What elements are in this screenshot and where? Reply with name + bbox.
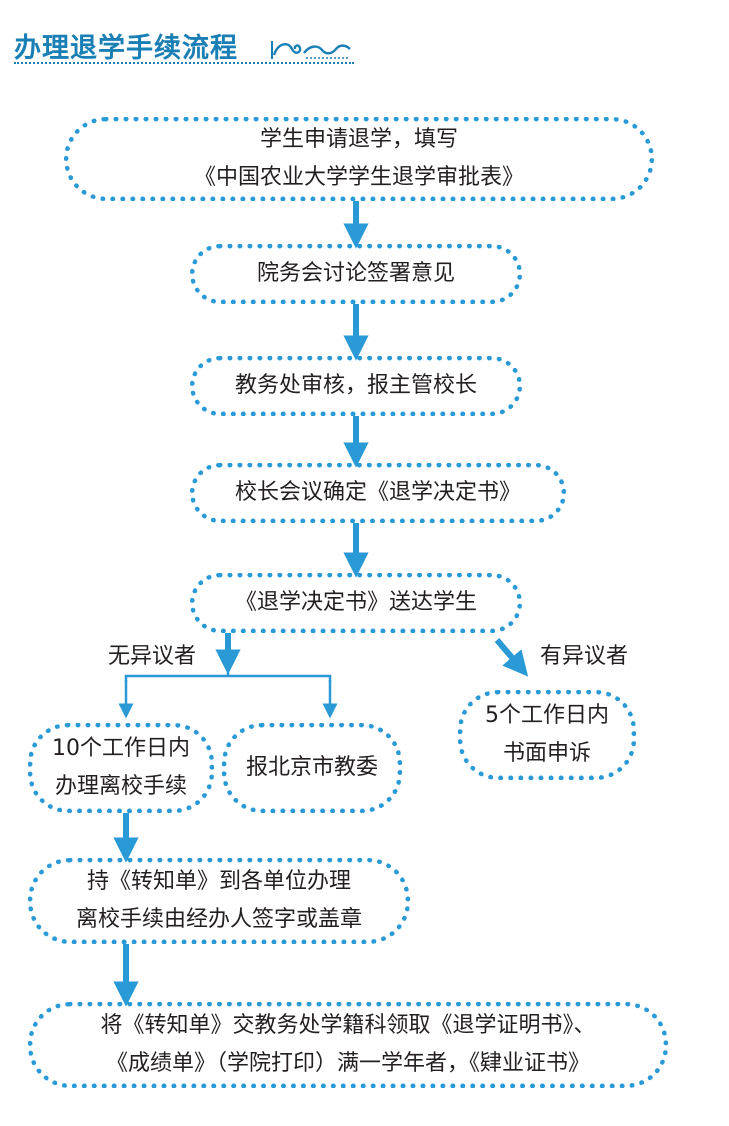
node-report-commission-line-1: 报北京市教委: [245, 755, 378, 780]
node-president-meeting-line-1: 校长会议确定《退学决定书》: [234, 480, 521, 505]
node-apply-line-1: 学生申请退学，填写: [259, 127, 458, 152]
node-final-step-line-1: 将《转知单》交教务处学籍科领取《退学证明书》、: [100, 1013, 596, 1038]
node-deliver-line-1: 《退学决定书》送达学生: [234, 590, 477, 615]
node-apply-line-2: 《中国农业大学学生退学审批表》: [193, 165, 524, 190]
node-transfer-slip: 持《转知单》到各单位办理 离校手续由经办人签字或盖章: [28, 858, 410, 944]
page-title: 办理退学手续流程: [14, 33, 238, 64]
node-final-step-line-2: 《成绩单》（学院打印）满一学年者，《肄业证书》: [105, 1051, 590, 1076]
node-academic-review: 教务处审核，报主管校长: [190, 356, 522, 416]
node-leave-procedure: 10个工作日内 办理离校手续: [28, 723, 214, 813]
node-appeal-line-2: 书面申诉: [502, 741, 591, 766]
node-college-meeting: 院务会讨论签署意见: [190, 244, 522, 304]
wave-ornament-icon: [270, 37, 352, 61]
node-college-meeting-line-1: 院务会讨论签署意见: [256, 261, 455, 286]
branch-connector: [124, 674, 332, 682]
arrow-deliver-objection: [494, 638, 529, 677]
node-academic-review-line-1: 教务处审核，报主管校长: [234, 373, 477, 398]
node-president-meeting: 校长会议确定《退学决定书》: [190, 463, 566, 523]
node-leave-procedure-line-2: 办理离校手续: [54, 774, 187, 799]
node-transfer-slip-line-2: 离校手续由经办人签字或盖章: [75, 907, 362, 932]
node-deliver: 《退学决定书》送达学生: [190, 573, 522, 633]
node-appeal-line-1: 5个工作日内: [485, 703, 609, 728]
node-transfer-slip-line-1: 持《转知单》到各单位办理: [86, 869, 351, 894]
label-no-objection: 无异议者: [108, 644, 197, 669]
node-report-commission: 报北京市教委: [222, 723, 402, 813]
node-apply: 学生申请退学，填写 《中国农业大学学生退学审批表》: [64, 117, 654, 201]
node-leave-procedure-line-1: 10个工作日内: [52, 736, 190, 761]
title-underline: [14, 62, 354, 64]
node-appeal: 5个工作日内 书面申诉: [458, 690, 636, 780]
node-final-step: 将《转知单》交教务处学籍科领取《退学证明书》、 《成绩单》（学院打印）满一学年者…: [28, 1002, 668, 1088]
label-objection: 有异议者: [540, 644, 629, 669]
